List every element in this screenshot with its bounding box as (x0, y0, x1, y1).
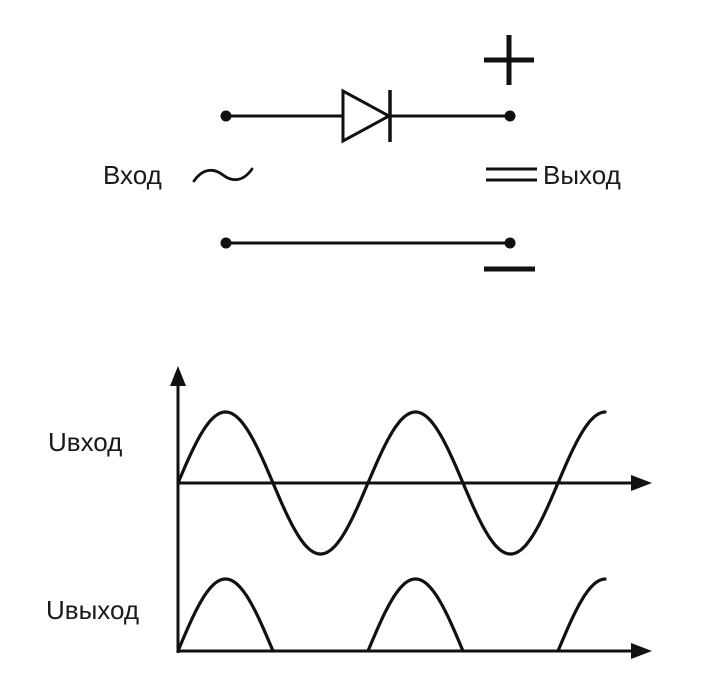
output-terminal-bottom (504, 237, 516, 249)
input-time-axis-arrow (631, 475, 652, 491)
input-sine-wave (176, 410, 607, 556)
input-terminal-bottom (220, 237, 232, 249)
output-terminal-top (504, 110, 516, 122)
output-wave-hump-2 (556, 577, 607, 653)
ac-symbol-icon (192, 167, 254, 183)
output-label: Выход (543, 160, 621, 190)
output-rectified-wave (176, 577, 607, 653)
rectifier-circuit: Вход Выход (103, 35, 621, 272)
plus-icon (484, 35, 534, 85)
y-axis-arrow (170, 366, 186, 386)
waveform-graphs: Uвход Uвыход (46, 366, 652, 659)
dc-symbol-icon (486, 167, 537, 182)
output-time-axis-arrow (631, 643, 652, 659)
output-voltage-label: Uвыход (46, 595, 139, 625)
output-wave-hump-0 (176, 577, 275, 653)
input-label: Вход (103, 160, 162, 190)
input-voltage-label: Uвход (48, 427, 122, 457)
output-wave-hump-1 (366, 577, 465, 653)
input-terminal-top (220, 110, 232, 122)
diode-icon (341, 88, 393, 144)
